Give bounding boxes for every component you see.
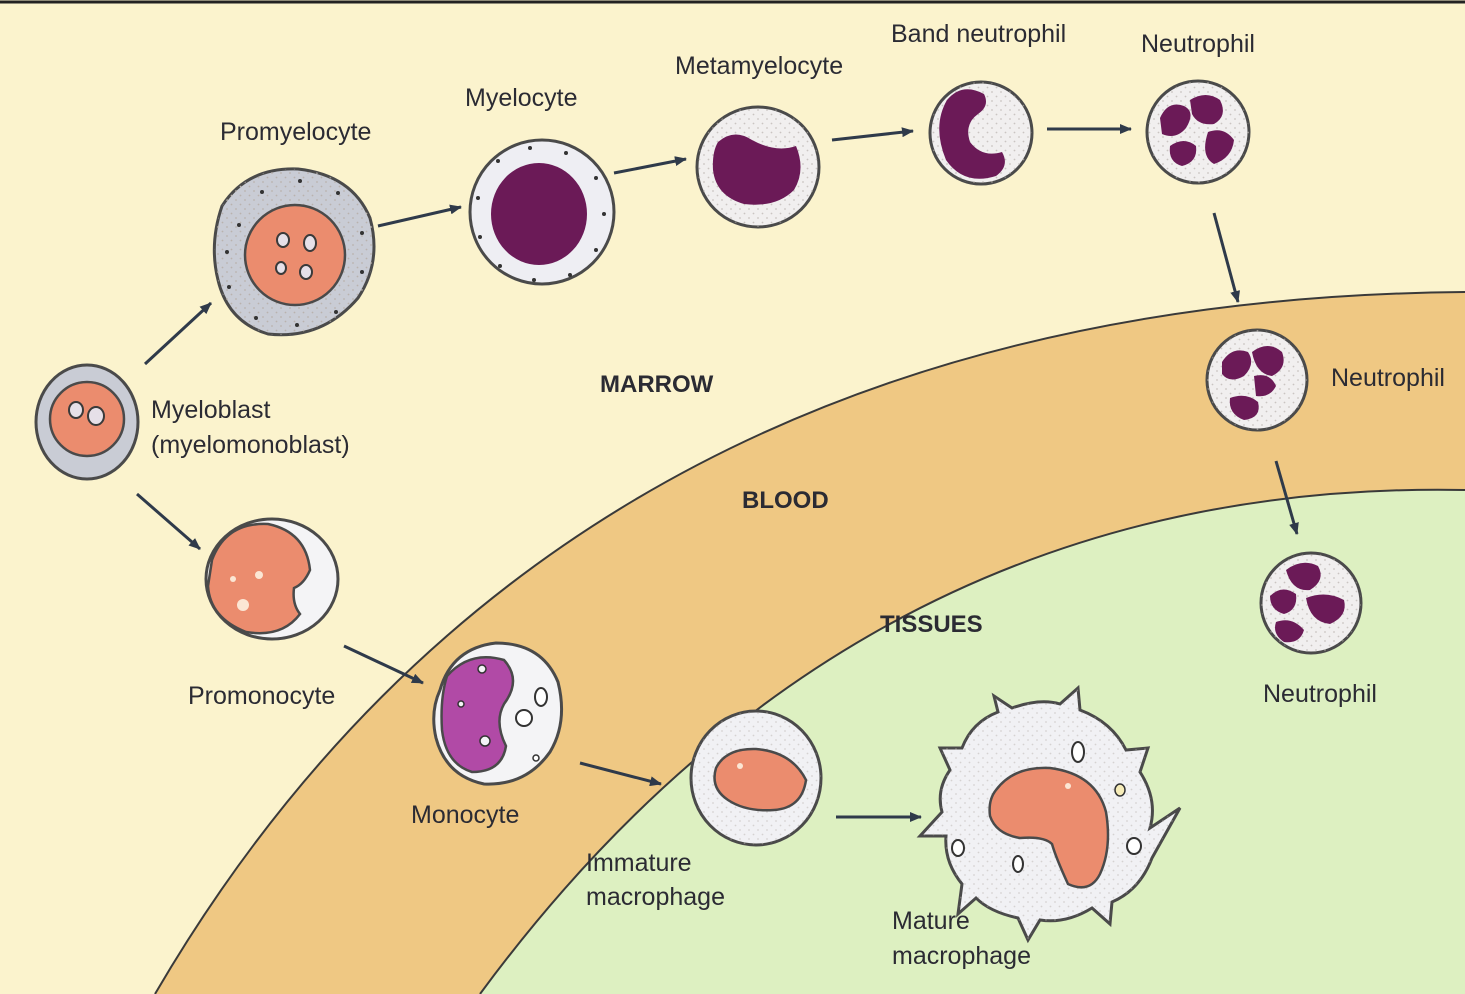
label-mature: Mature	[892, 907, 970, 935]
label-metamyelocyte: Metamyelocyte	[675, 52, 843, 80]
myelocyte-cell	[470, 140, 614, 284]
label-myelomonoblast: (myelomonoblast)	[151, 431, 350, 459]
immature-macrophage-cell	[691, 711, 821, 845]
neutrophil-blood-cell	[1207, 330, 1307, 430]
metamyelocyte-cell	[697, 107, 819, 227]
label-myeloblast: Myeloblast	[151, 396, 271, 424]
label-promonocyte: Promonocyte	[188, 682, 335, 710]
label-band-neutrophil: Band neutrophil	[891, 20, 1066, 48]
promonocyte-cell	[206, 519, 338, 639]
label-neutrophil-tissue: Neutrophil	[1263, 680, 1377, 708]
label-mature-macrophage: macrophage	[892, 942, 1031, 970]
label-immature-macrophage: macrophage	[586, 883, 725, 911]
tissues-zone-label: TISSUES	[880, 611, 983, 638]
marrow-zone-label: MARROW	[600, 371, 714, 398]
band-neutrophil-cell	[930, 82, 1032, 184]
label-neutrophil-blood: Neutrophil	[1331, 364, 1445, 392]
label-myelocyte: Myelocyte	[465, 84, 578, 112]
myeloblast-cell	[36, 365, 138, 479]
label-monocyte: Monocyte	[411, 801, 519, 829]
neutrophil-tissue-cell	[1261, 553, 1361, 653]
label-neutrophil-marrow: Neutrophil	[1141, 30, 1255, 58]
label-immature: Immature	[586, 849, 692, 877]
monocyte-cell	[434, 643, 562, 784]
label-promyelocyte: Promyelocyte	[220, 118, 371, 146]
blood-zone-label: BLOOD	[742, 487, 829, 514]
neutrophil-marrow-cell	[1147, 81, 1249, 183]
